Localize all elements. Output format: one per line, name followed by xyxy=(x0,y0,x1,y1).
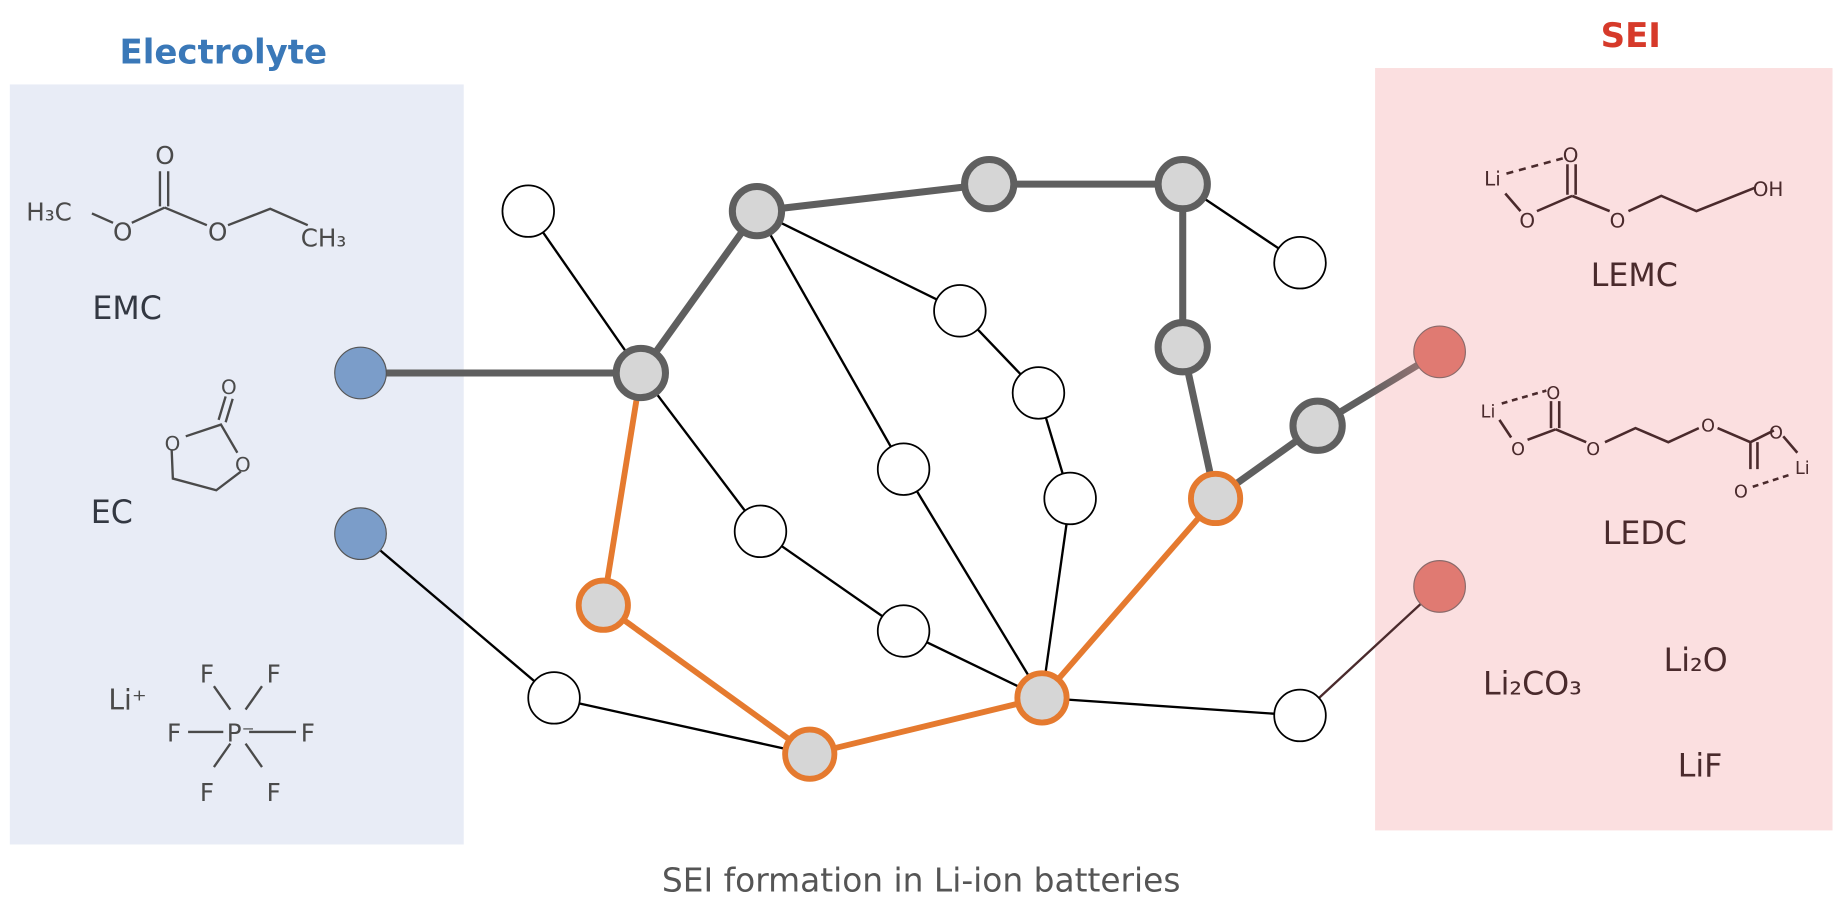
network-node xyxy=(1011,366,1066,420)
network-edge xyxy=(756,210,961,312)
network-node xyxy=(501,184,555,238)
network-node xyxy=(876,604,931,658)
electrolyte-title: Electrolyte xyxy=(119,32,327,72)
svg-text:O: O xyxy=(1519,210,1535,233)
svg-text:O: O xyxy=(1734,482,1748,502)
svg-text:Li: Li xyxy=(1795,459,1810,479)
orange-path-node xyxy=(1014,670,1070,726)
orange-path-node xyxy=(782,726,838,782)
gray-path-node xyxy=(728,182,786,240)
ec-label: EC xyxy=(91,495,133,531)
network-edge xyxy=(759,530,905,632)
network-nodes xyxy=(334,155,1466,782)
orange-path-node xyxy=(575,577,631,633)
gray-path-node xyxy=(1154,155,1211,213)
svg-text:Li: Li xyxy=(1481,403,1496,423)
svg-text:Li: Li xyxy=(1484,167,1501,190)
network-node xyxy=(876,442,931,496)
network-edge xyxy=(755,210,905,470)
svg-text:OH: OH xyxy=(1753,178,1784,201)
gray-path-node xyxy=(612,344,669,402)
caption: SEI formation in Li-ion batteries xyxy=(662,861,1181,899)
ledc-molecule: Li O O O O O O Li xyxy=(1481,384,1810,503)
ledc-label: LEDC xyxy=(1603,516,1687,552)
svg-text:O: O xyxy=(1769,424,1783,444)
network-node xyxy=(527,671,581,725)
sei-title: SEI xyxy=(1601,16,1661,56)
li2o-label: Li₂O xyxy=(1664,643,1728,679)
li2co3-label: Li₂CO₃ xyxy=(1483,666,1582,702)
svg-text:P⁻: P⁻ xyxy=(227,718,255,747)
gray-path-node xyxy=(1154,319,1211,376)
svg-text:F: F xyxy=(267,778,281,807)
gray-path-edge xyxy=(756,180,990,215)
orange-path-edge xyxy=(809,695,1043,758)
svg-text:O: O xyxy=(1546,384,1560,404)
svg-text:O: O xyxy=(1586,440,1600,460)
electrolyte-node xyxy=(334,507,387,561)
svg-text:O: O xyxy=(235,454,251,477)
sei-node xyxy=(1413,325,1466,379)
network-node xyxy=(1043,471,1097,526)
gray-path-node xyxy=(961,155,1018,213)
svg-text:O: O xyxy=(1511,440,1525,460)
network-edge xyxy=(639,372,762,533)
electrolyte-node xyxy=(334,346,387,400)
network-edge xyxy=(527,210,642,374)
svg-text:H₃C: H₃C xyxy=(26,198,72,227)
svg-text:O: O xyxy=(1610,210,1626,233)
network-edge xyxy=(553,696,810,756)
sei-node xyxy=(1413,560,1466,613)
svg-text:O: O xyxy=(1701,417,1715,437)
emc-label: EMC xyxy=(92,291,161,327)
svg-text:CH₃: CH₃ xyxy=(301,223,347,252)
gray-path-edge xyxy=(637,209,760,376)
svg-text:O: O xyxy=(113,217,132,246)
network-edge xyxy=(359,532,555,699)
network-edge xyxy=(1041,696,1301,717)
svg-text:O: O xyxy=(1563,144,1579,167)
network-node xyxy=(933,284,987,338)
network-edge xyxy=(1299,585,1441,717)
svg-text:F: F xyxy=(167,718,181,747)
gray-path-node xyxy=(1289,397,1346,454)
svg-text:O: O xyxy=(221,376,237,399)
lemc-molecule: Li O O O OH xyxy=(1484,144,1783,233)
network-node xyxy=(1273,236,1327,290)
emc-molecule: H₃C O O O CH₃ xyxy=(26,141,346,252)
svg-text:O: O xyxy=(165,432,181,455)
network-edge xyxy=(1040,498,1072,699)
network-edge xyxy=(902,468,1043,699)
electrolyte-panel xyxy=(9,84,464,845)
network-node xyxy=(733,504,788,559)
svg-text:F: F xyxy=(200,778,214,807)
orange-path-edge xyxy=(601,602,812,757)
lemc-label: LEMC xyxy=(1591,258,1678,294)
orange-path-edge xyxy=(600,372,644,606)
orange-path-edge xyxy=(1039,496,1218,700)
svg-text:O: O xyxy=(208,217,227,246)
orange-path-node xyxy=(1188,470,1244,527)
lipf6-molecule: Li⁺ P⁻ F F F F F F xyxy=(108,660,315,807)
svg-text:O: O xyxy=(155,141,174,170)
lif-label: LiF xyxy=(1678,748,1723,784)
svg-text:F: F xyxy=(301,718,315,747)
svg-text:F: F xyxy=(267,660,281,689)
network-node xyxy=(1273,688,1327,743)
svg-text:Li⁺: Li⁺ xyxy=(108,684,146,717)
ec-molecule: O O O xyxy=(165,376,251,492)
svg-text:F: F xyxy=(200,660,214,689)
